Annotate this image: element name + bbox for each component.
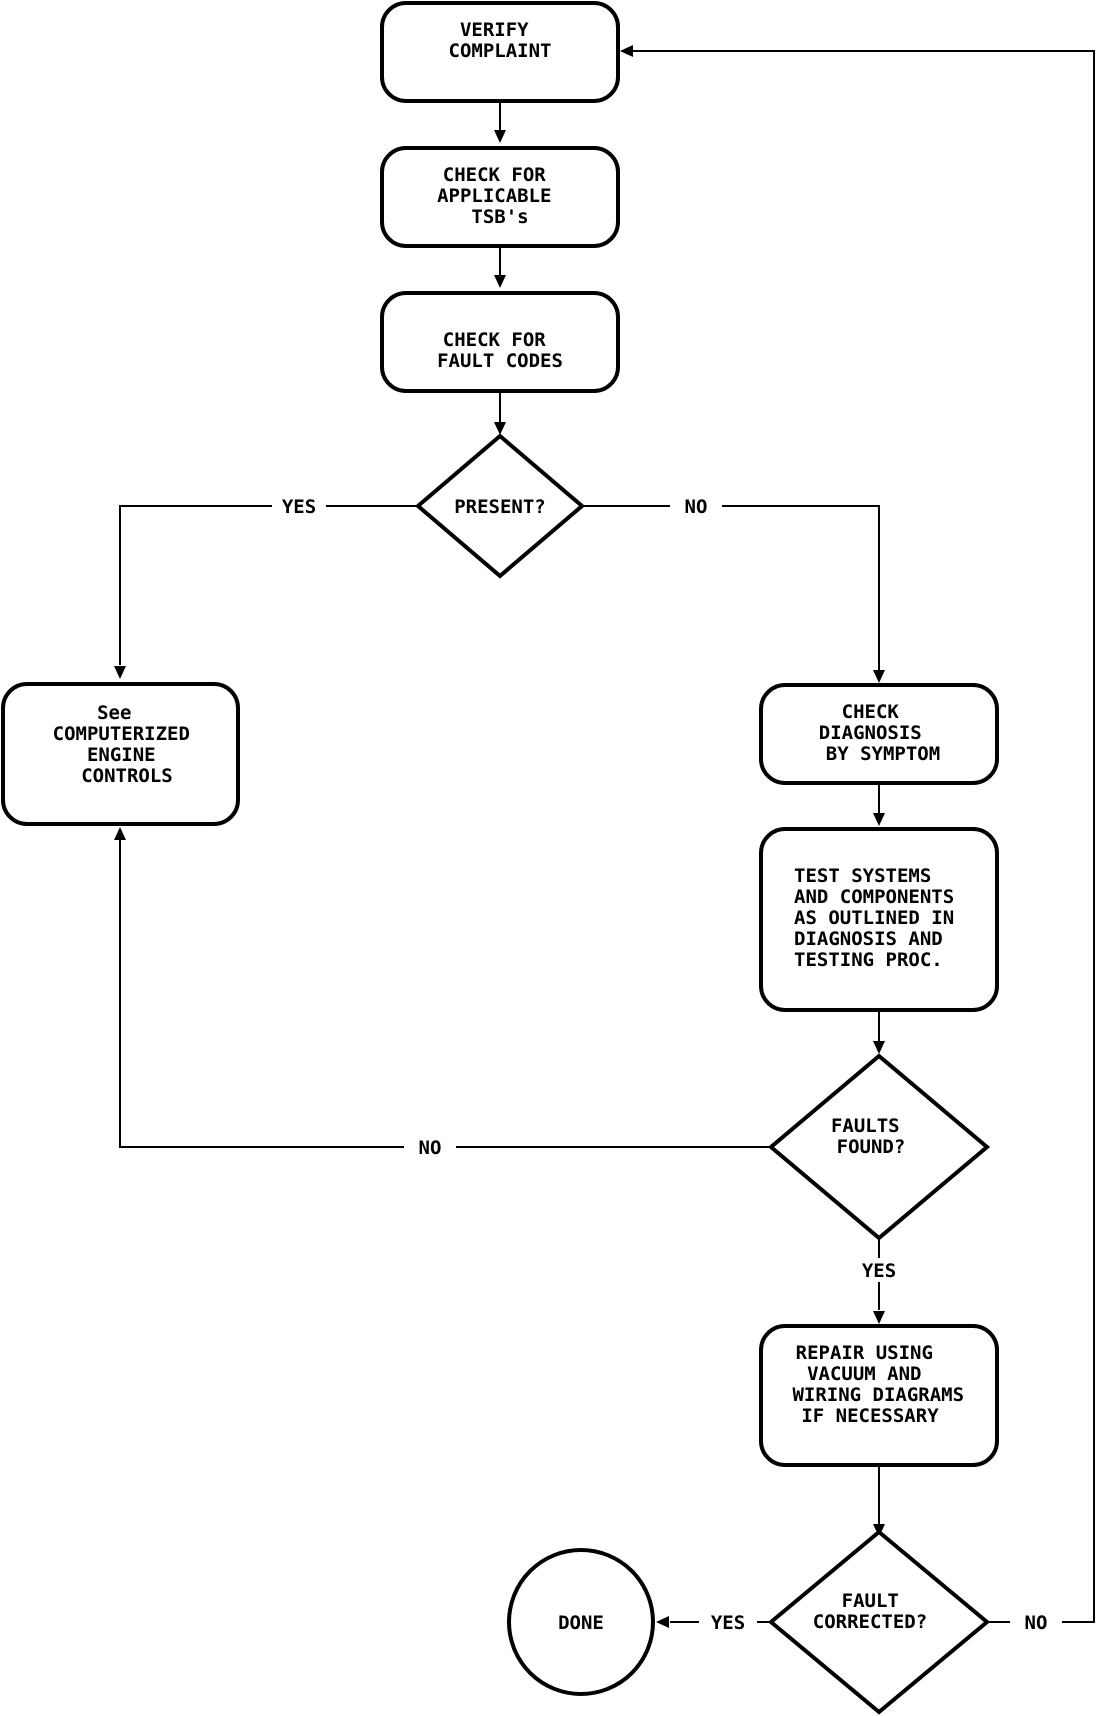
label-bg (699, 1610, 757, 1634)
present-decision-diamond (414, 433, 586, 579)
check-tsb-text: CHECK FOR APPLICABLE TSB's (437, 164, 563, 228)
verify-complaint-text: VERIFY COMPLAINT (449, 19, 552, 62)
edge-label-present-yes: YES (282, 496, 316, 518)
arrowhead (873, 670, 885, 683)
edge-label-corrected-yes: YES (711, 1612, 745, 1634)
label-bg (1010, 1610, 1062, 1634)
arrowhead (873, 1041, 885, 1054)
test-systems-box (759, 827, 999, 1012)
label-bg (404, 1135, 456, 1159)
check-tsb-box (380, 146, 620, 248)
edge-faults-no (119, 838, 770, 1148)
arrowhead (873, 813, 885, 826)
repair-text: REPAIR USING VACUUM AND WIRING DIAGRAMS … (792, 1342, 975, 1427)
faults-found-text: FAULTS FOUND? (831, 1115, 911, 1158)
edge-label-faults-yes: YES (862, 1260, 896, 1282)
see-computerized-box (1, 682, 240, 826)
test-systems-text: TEST SYSTEMS AND COMPONENTS AS OUTLINED … (794, 865, 966, 971)
arrowhead (494, 130, 506, 143)
check-diagnosis-box (759, 683, 999, 785)
arrowhead (494, 422, 506, 435)
arrowhead (620, 45, 633, 57)
fault-corrected-text: FAULT CORRECTED? (813, 1590, 927, 1633)
edge-label-corrected-no: NO (1025, 1612, 1048, 1634)
done-text: DONE (558, 1612, 604, 1634)
check-diagnosis-text: CHECK DIAGNOSIS BY SYMPTOM (819, 701, 940, 765)
faults-found-decision-diamond (767, 1053, 991, 1241)
arrowhead (114, 666, 126, 679)
edge-present-yes (119, 505, 418, 665)
edge-present-no (582, 505, 880, 670)
label-bg (272, 494, 326, 518)
check-fault-codes-box (380, 291, 620, 393)
see-computerized-text: See COMPUTERIZED ENGINE CONTROLS (53, 702, 202, 787)
arrowhead (494, 275, 506, 288)
repair-box (759, 1324, 999, 1467)
arrowhead (656, 1616, 669, 1628)
edge-label-faults-no: NO (419, 1137, 442, 1159)
done-terminal (507, 1548, 655, 1696)
fault-corrected-decision-diamond (767, 1529, 991, 1715)
label-bg (855, 1258, 903, 1282)
label-bg (670, 494, 722, 518)
arrowhead (873, 1311, 885, 1324)
check-fault-codes-text: CHECK FOR FAULT CODES (437, 329, 563, 372)
arrowhead (114, 827, 126, 840)
edge-label-present-no: NO (685, 496, 708, 518)
present-decision-text: PRESENT? (454, 496, 546, 518)
verify-complaint-box (380, 1, 620, 103)
